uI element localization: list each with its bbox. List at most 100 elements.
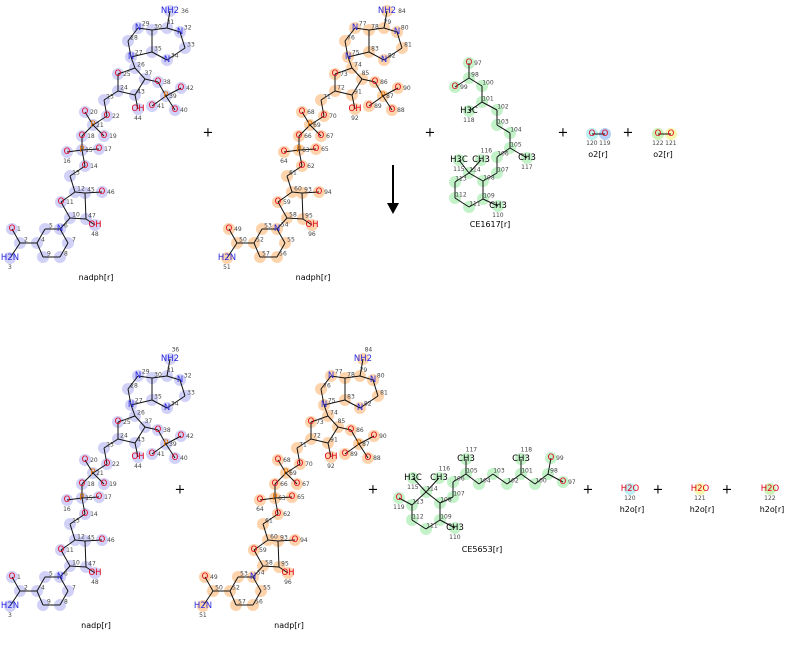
- plus-signs: +++++++++: [175, 126, 733, 498]
- bond: [382, 87, 399, 97]
- atom-number: 93: [304, 187, 312, 194]
- bond: [84, 539, 103, 542]
- bond: [468, 101, 483, 112]
- atom-number: 39: [169, 441, 177, 448]
- atom-number: 117: [466, 446, 478, 453]
- bond: [298, 124, 311, 137]
- atom-number: 25: [123, 419, 131, 426]
- bond: [11, 228, 21, 244]
- bond: [253, 549, 264, 567]
- atom-label: H3C: [460, 106, 478, 116]
- atom-number: 111: [426, 523, 438, 530]
- atom-number: 45: [87, 535, 95, 542]
- bond: [277, 539, 296, 542]
- atom-number: 61: [265, 518, 273, 525]
- bond: [323, 404, 329, 417]
- atom-label: N: [274, 224, 280, 234]
- bond: [285, 463, 301, 474]
- atom-label: O: [101, 131, 108, 141]
- bond: [344, 27, 356, 42]
- atom-number: 22: [112, 461, 120, 468]
- atom-label: O: [602, 129, 609, 139]
- compound-name: o2[r]: [653, 150, 673, 159]
- atom-number: 67: [326, 133, 334, 140]
- bond: [274, 496, 293, 499]
- atom-label: O: [348, 425, 355, 435]
- bond: [291, 191, 303, 194]
- atom-label: O: [115, 69, 122, 79]
- bond: [468, 198, 484, 208]
- atom-number: 106: [453, 476, 465, 483]
- bond: [482, 198, 499, 207]
- bond: [354, 27, 370, 31]
- atom-number: 96: [284, 579, 292, 586]
- atom-label: N: [57, 572, 63, 582]
- atom-number: 79: [360, 367, 368, 374]
- plus-sign: +: [203, 126, 214, 141]
- atom-label: O: [321, 111, 328, 121]
- atom-number: 85: [338, 418, 346, 425]
- bond: [276, 228, 286, 244]
- atom-label: CH3: [518, 153, 536, 163]
- compound-name: nadph[r]: [79, 273, 114, 282]
- bond: [130, 404, 136, 417]
- atom-number: 59: [283, 199, 291, 206]
- atom-label: O: [172, 453, 179, 463]
- atom-number: 11: [66, 547, 74, 554]
- bond: [229, 590, 237, 606]
- atom-number: 15: [85, 495, 93, 502]
- atom-label: N: [328, 371, 334, 381]
- plus-sign: +: [368, 483, 379, 498]
- atom-label: N: [128, 400, 134, 410]
- atom-number: 67: [302, 481, 310, 488]
- bond: [134, 67, 146, 80]
- atom-label: N: [381, 55, 387, 65]
- bond: [137, 375, 153, 379]
- atom-number: 104: [510, 127, 522, 134]
- atom-number: 95: [281, 561, 289, 568]
- atom-number: 92: [327, 463, 335, 470]
- atom-label: O: [79, 479, 86, 489]
- bond: [165, 87, 182, 97]
- atom-number: 121: [694, 495, 706, 502]
- atom-label: O: [365, 453, 372, 463]
- atom-number: 4: [41, 237, 45, 244]
- bond: [439, 519, 456, 529]
- bond: [320, 99, 325, 117]
- bond: [202, 590, 214, 607]
- atom-label: P: [272, 493, 277, 503]
- atom-number: 75: [328, 398, 336, 405]
- bond: [274, 497, 279, 515]
- bond: [301, 192, 304, 220]
- atom-number: 102: [497, 104, 509, 111]
- bond: [127, 388, 132, 406]
- bond: [157, 429, 167, 445]
- bond: [166, 395, 186, 409]
- atom-label: OH: [88, 568, 101, 578]
- atom-number: 99: [556, 455, 564, 462]
- atom-number: 16: [63, 158, 71, 165]
- atom-number: 94: [300, 537, 308, 544]
- bond: [130, 56, 136, 69]
- atom-label: H2N: [218, 253, 236, 263]
- atom-label: OH: [305, 220, 318, 230]
- bond: [66, 149, 83, 153]
- bond: [454, 77, 470, 88]
- atom-label: O: [58, 197, 65, 207]
- atom-label: CH3: [446, 523, 464, 533]
- atom-label: N: [128, 52, 134, 62]
- atom-label: OH: [88, 220, 101, 230]
- atom-number: 122: [652, 140, 664, 147]
- bond: [411, 519, 427, 530]
- bond: [286, 217, 304, 220]
- compound-name: h2o[r]: [760, 505, 785, 514]
- bond: [277, 459, 287, 474]
- atom-label: O: [395, 83, 402, 93]
- plus-sign: +: [558, 126, 569, 141]
- atom-label: O: [366, 101, 373, 111]
- atom-number: 60: [270, 534, 278, 541]
- bond: [59, 590, 69, 606]
- bond: [277, 191, 293, 203]
- bond: [84, 192, 87, 220]
- atom-label: OH: [131, 104, 144, 114]
